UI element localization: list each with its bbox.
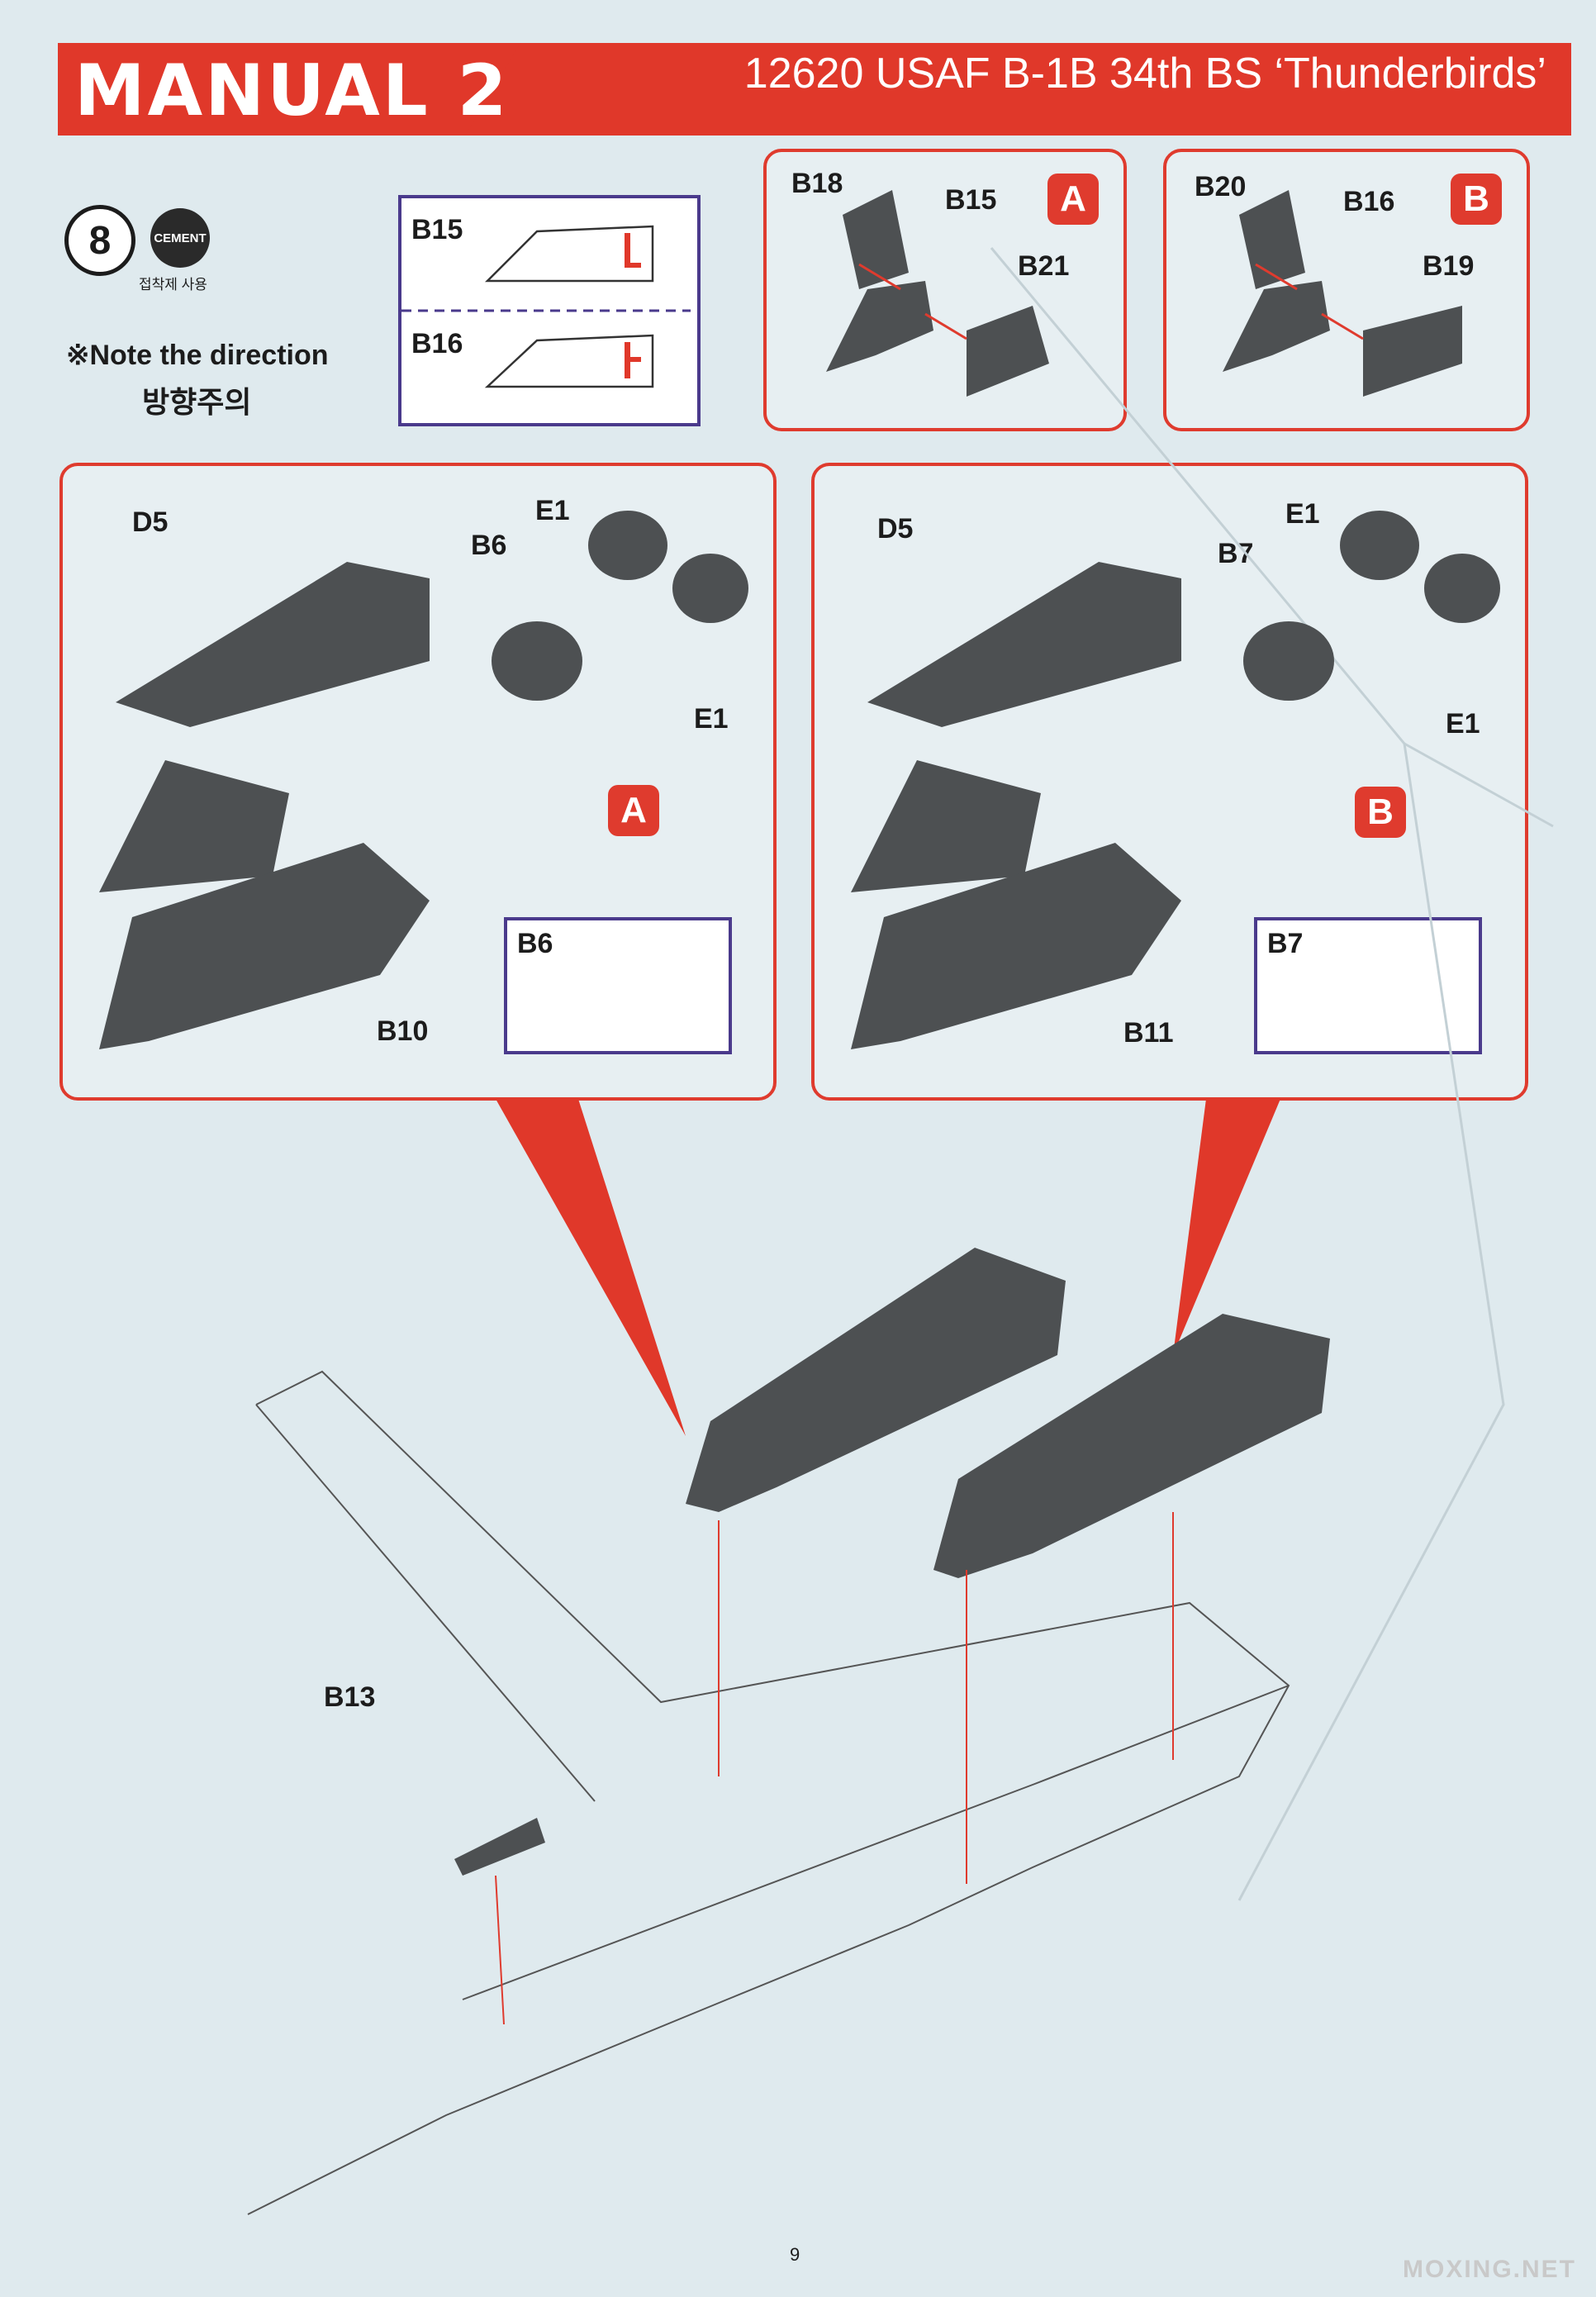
subassembly-a-parts — [826, 190, 1049, 397]
part-label-d5-right: D5 — [877, 513, 914, 545]
part-label-b20: B20 — [1195, 171, 1247, 202]
part-label-b10: B10 — [377, 1015, 429, 1047]
step-number-badge: 8 — [64, 205, 135, 276]
part-label-b6: B6 — [471, 530, 507, 561]
right-e1-bottom — [1424, 554, 1500, 623]
main-nacelles — [686, 1248, 1330, 1578]
part-label-b13: B13 — [324, 1681, 376, 1713]
subassembly-a-arrows — [858, 263, 967, 340]
right-callout-pointer — [1173, 1099, 1280, 1355]
main-nacelle-left — [686, 1248, 1066, 1512]
subassembly-a-tag: A — [1047, 174, 1099, 225]
left-panel-tag-a: A — [608, 785, 659, 836]
left-e1-bottom — [672, 554, 748, 623]
b7-detail-label: B7 — [1267, 928, 1304, 959]
b15-part-drawing — [484, 225, 654, 283]
left-b15-assembly — [99, 760, 289, 892]
subassembly-b-tag: B — [1451, 174, 1502, 225]
b13-part — [454, 1818, 545, 1876]
part-label-b15-sub: B15 — [945, 184, 997, 216]
right-d5-part — [867, 562, 1181, 727]
right-panel-tag-b: B — [1355, 787, 1406, 838]
part-label-b11: B11 — [1123, 1017, 1174, 1049]
airframe-outline — [247, 1370, 1290, 2215]
subassembly-b-parts — [1223, 190, 1462, 397]
left-d5-part — [116, 562, 430, 727]
watermark: MOXING.NET — [1403, 2256, 1577, 2283]
part-label-b15: B15 — [411, 214, 463, 245]
part-label-b18: B18 — [791, 168, 843, 199]
b6-detail-box — [504, 917, 732, 1054]
background-aircraft-ghost — [990, 247, 1554, 1901]
part-label-b16-sub: B16 — [1343, 186, 1395, 217]
part-label-e1-left-bottom: E1 — [694, 703, 729, 735]
cement-korean-label: 접착제 사용 — [139, 277, 207, 292]
left-callout-pointer — [496, 1099, 686, 1436]
part-label-e1-right-top: E1 — [1285, 498, 1320, 530]
part-label-d5-left: D5 — [132, 506, 169, 538]
b6-detail-label: B6 — [517, 928, 553, 959]
part-label-e1-right-bottom: E1 — [1446, 708, 1480, 740]
left-b10-part — [99, 843, 430, 1049]
cement-icon: CEMENT — [150, 208, 210, 268]
right-b7-part — [1243, 621, 1334, 701]
subassembly-b-arrows — [1255, 263, 1364, 340]
part-label-e1-left-top: E1 — [535, 495, 570, 526]
page-number: 9 — [790, 2244, 800, 2265]
step-number: 8 — [88, 218, 112, 263]
left-panel-parts — [99, 511, 748, 1049]
b16-part-drawing — [484, 334, 654, 388]
header-title-block — [58, 43, 520, 136]
left-b6-part — [492, 621, 582, 701]
b7-detail-box — [1254, 917, 1482, 1054]
right-e1-top — [1340, 511, 1419, 580]
kit-title: 12620 USAF B-1B 34th BS ‘Thunderbirds’ — [743, 50, 1546, 97]
subassembly-a-box — [763, 149, 1127, 431]
part-label-b21: B21 — [1018, 250, 1070, 282]
right-panel-parts — [851, 511, 1500, 1049]
main-nacelle-right — [933, 1314, 1330, 1578]
manual-title: MANUAL 2 — [74, 50, 510, 132]
direction-note: ※Note the direction — [66, 340, 329, 371]
left-e1-top — [588, 511, 667, 580]
right-b16-assembly — [851, 760, 1041, 892]
part-label-b16: B16 — [411, 328, 463, 359]
direction-note-korean: 방향주의 — [142, 385, 252, 419]
main-guide-lines — [495, 1512, 1174, 2025]
right-b11-part — [851, 843, 1181, 1049]
part-label-b19: B19 — [1423, 250, 1475, 282]
